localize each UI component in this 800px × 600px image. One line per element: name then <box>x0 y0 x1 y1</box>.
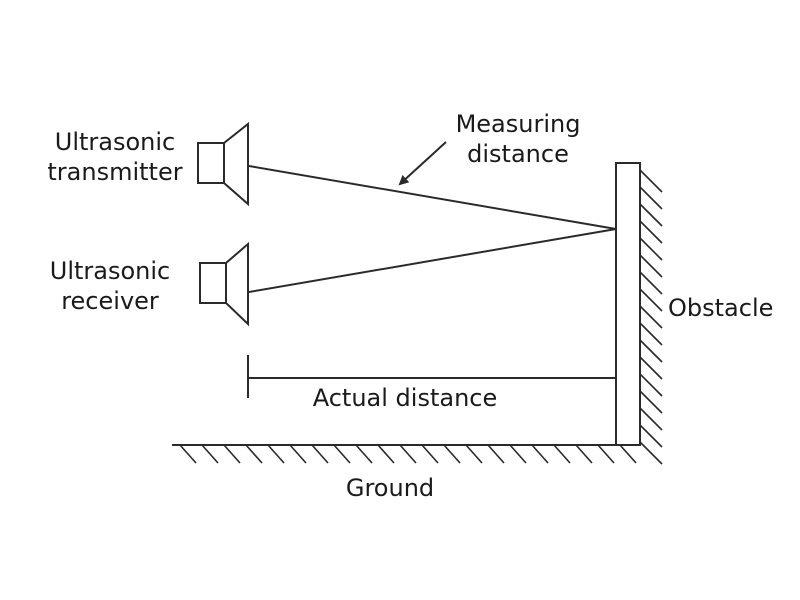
wall-hatch-mark <box>639 390 663 414</box>
ground-hatch-mark <box>399 444 417 464</box>
ground-hatch-mark <box>619 444 637 464</box>
ground-label: Ground <box>320 473 460 503</box>
transmitter-label: Ultrasonic transmitter <box>40 127 190 187</box>
ground-hatch-mark <box>531 444 549 464</box>
wall-hatch-mark <box>639 424 663 448</box>
wall-hatch-mark <box>639 305 663 329</box>
ground-hatch-mark <box>443 444 461 464</box>
ground-hatch-mark <box>421 444 439 464</box>
wall-hatch-mark <box>639 169 663 193</box>
wall-hatch-mark <box>639 441 663 465</box>
measuring-pointer-arrow <box>398 141 447 186</box>
transmitter-label-line2: transmitter <box>47 158 183 186</box>
ground-hatch-mark <box>245 444 263 464</box>
actual-distance-dimension <box>247 355 616 398</box>
wall-hatch-mark <box>639 186 663 210</box>
ground-hatch-mark <box>355 444 373 464</box>
ground-hatch-mark <box>201 444 219 464</box>
ground-hatch-mark <box>377 444 395 464</box>
receiver-label: Ultrasonic receiver <box>35 256 185 316</box>
obstacle-label: Obstacle <box>668 293 773 323</box>
ground-hatch-mark <box>267 444 285 464</box>
actual-distance-label-text: Actual distance <box>312 384 498 412</box>
ground-hatch-mark <box>509 444 527 464</box>
measuring-distance-line1: Measuring <box>455 110 581 138</box>
obstacle-wall <box>615 162 663 465</box>
wall-hatch-mark <box>639 356 663 380</box>
wall-hatch-mark <box>639 288 663 312</box>
wall-hatch-mark <box>639 254 663 278</box>
receiver-label-line2: receiver <box>61 287 159 315</box>
emitted-beam <box>248 165 617 230</box>
ground-hatch-mark <box>289 444 307 464</box>
ground-hatch-mark <box>333 444 351 464</box>
ground-hatch-mark <box>597 444 615 464</box>
ground-label-text: Ground <box>345 474 435 502</box>
wall-hatching <box>639 169 663 465</box>
wall-hatch-mark <box>639 203 663 227</box>
obstacle-label-text: Obstacle <box>668 294 774 322</box>
wall-hatch-mark <box>639 339 663 363</box>
wall-hatch-mark <box>639 322 663 346</box>
measuring-distance-label: Measuring distance <box>438 109 598 169</box>
receiver-speaker-icon <box>199 241 249 327</box>
ground-surface <box>172 444 640 464</box>
ground-hatch-mark <box>465 444 483 464</box>
wall-hatch-mark <box>639 373 663 397</box>
reflected-beam <box>248 228 617 293</box>
ground-hatch-mark <box>179 444 197 464</box>
ground-hatching <box>179 444 637 464</box>
transmitter-speaker-icon <box>197 121 249 207</box>
ground-hatch-mark <box>487 444 505 464</box>
wall-hatch-mark <box>639 237 663 261</box>
wall-hatch-mark <box>639 271 663 295</box>
actual-distance-label: Actual distance <box>290 383 520 413</box>
measuring-distance-line2: distance <box>467 140 569 168</box>
receiver-label-line1: Ultrasonic <box>49 257 171 285</box>
ground-hatch-mark <box>553 444 571 464</box>
ground-hatch-mark <box>575 444 593 464</box>
transmitter-label-line1: Ultrasonic <box>54 128 176 156</box>
ground-hatch-mark <box>223 444 241 464</box>
wall-hatch-mark <box>639 220 663 244</box>
wall-hatch-mark <box>639 407 663 431</box>
ground-hatch-mark <box>311 444 329 464</box>
